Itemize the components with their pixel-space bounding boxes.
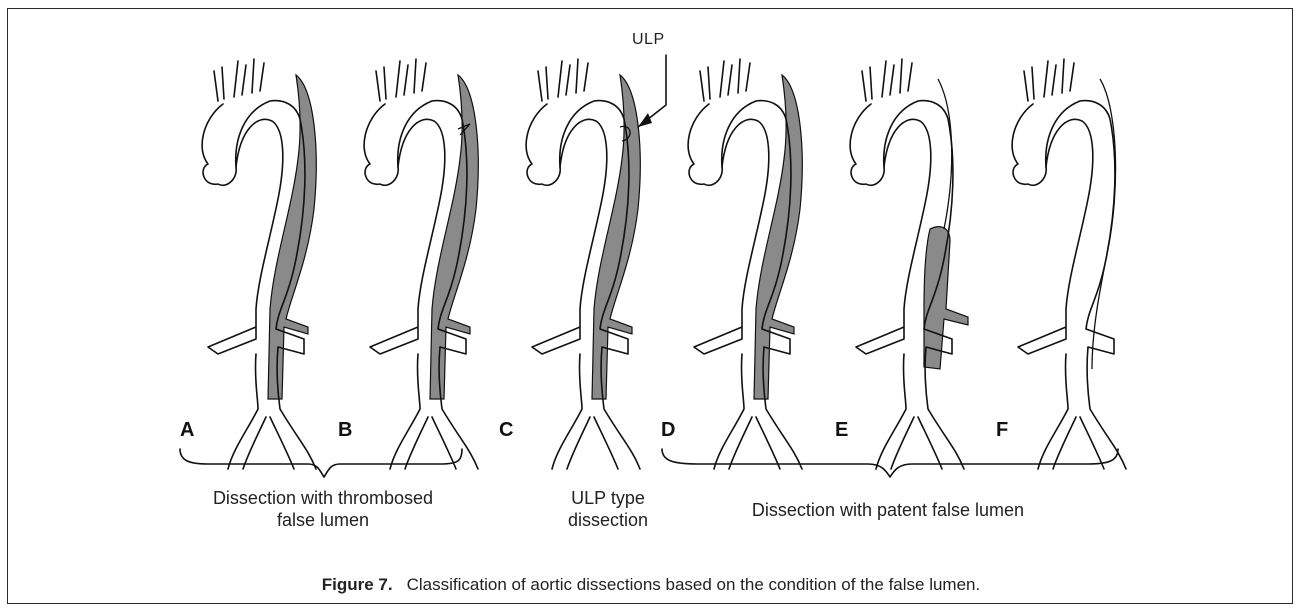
aorta-panel-a [202, 59, 316, 469]
caption-ulp-group: ULP type dissection [548, 487, 668, 531]
panel-label-a: A [180, 419, 194, 442]
aorta-panel-e [850, 59, 968, 469]
aorta-panel-c [526, 55, 666, 469]
aorta-panel-d [688, 59, 802, 469]
figure-caption-text: Classification of aortic dissections bas… [407, 575, 981, 594]
panel-label-c: C [499, 419, 513, 442]
panel-label-d: D [661, 419, 675, 442]
caption-thrombosed-group: Dissection with thrombosed false lumen [168, 487, 478, 531]
brace-thrombosed-group [180, 449, 462, 477]
figure-caption: Figure 7. Classification of aortic dissec… [8, 575, 1294, 595]
flap-line [938, 79, 952, 229]
aorta-panel-b [364, 59, 478, 469]
ulp-arrow [638, 55, 666, 127]
caption-patent-group: Dissection with patent false lumen [688, 499, 1088, 521]
panel-label-e: E [835, 419, 848, 442]
figure-frame: A B C D E F ULP Dissection with thrombos… [7, 8, 1293, 604]
flap-line [1092, 79, 1116, 369]
ulp-annotation: ULP [632, 31, 665, 49]
panel-label-f: F [996, 419, 1008, 442]
aorta-panel-f [1012, 59, 1126, 469]
panel-label-b: B [338, 419, 352, 442]
figure-number: Figure 7. [322, 575, 393, 594]
aortic-dissection-diagram [8, 9, 1294, 569]
